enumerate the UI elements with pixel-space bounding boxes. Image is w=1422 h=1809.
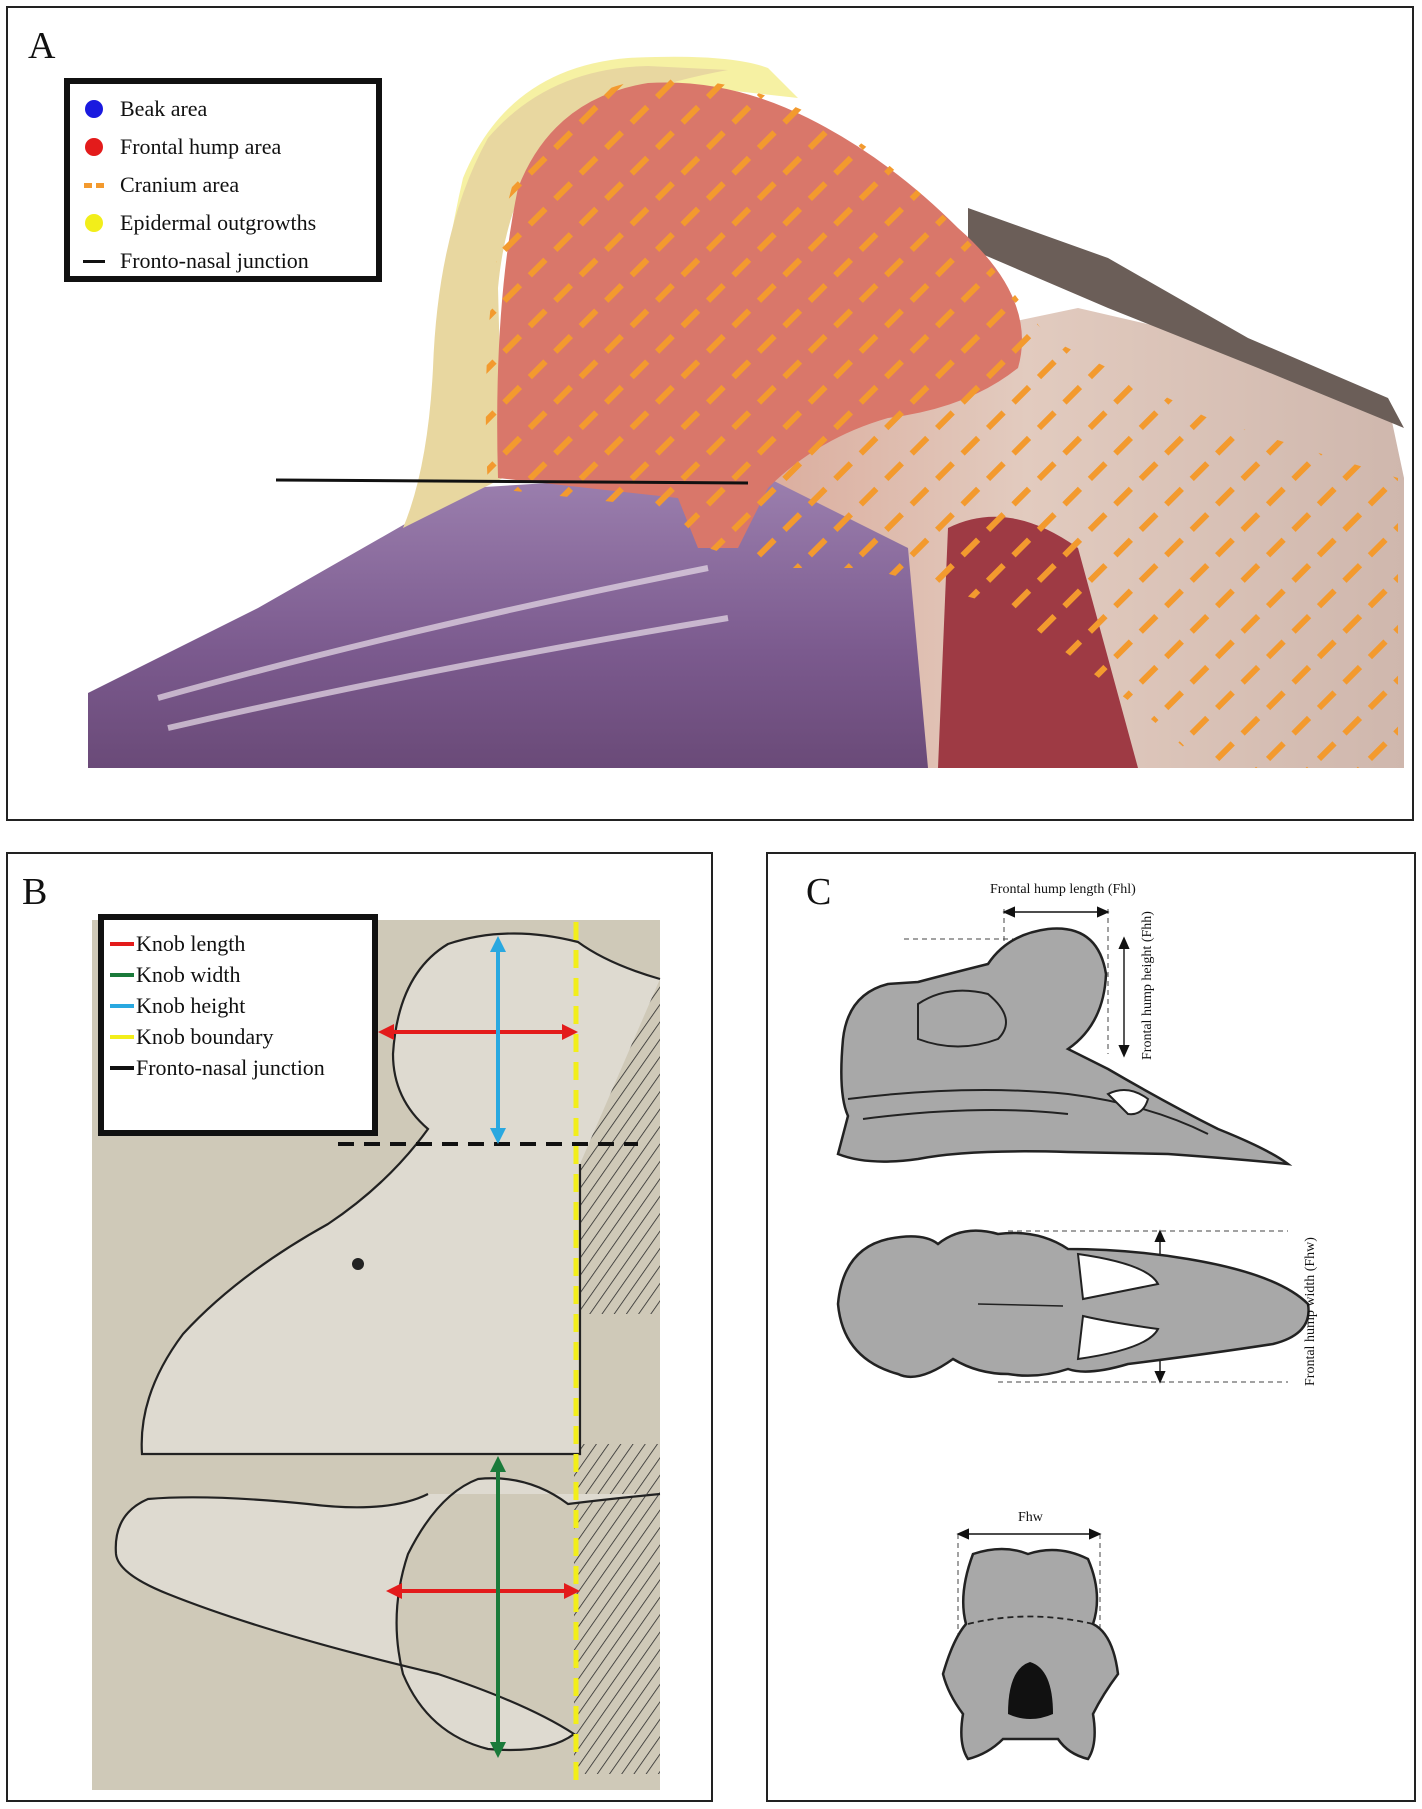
- knob-top-outline: [114, 1477, 661, 1752]
- panel-b-letter: B: [22, 871, 48, 913]
- fronto-nasal-junction-line: [275, 478, 749, 485]
- legend-item-knob-width: Knob width: [110, 959, 366, 990]
- legend-label: Fronto-nasal junction: [120, 248, 309, 273]
- legend-item-fronto-nasal-junction: Fronto-nasal junction: [110, 1052, 366, 1083]
- red-line-icon: [110, 941, 134, 946]
- skull-frontal-view: [941, 1528, 1120, 1761]
- legend-label: Frontal hump area: [120, 134, 282, 159]
- blue-line-icon: [110, 1003, 134, 1008]
- legend-label: Knob length: [136, 930, 246, 956]
- nasal-opening: [1106, 1089, 1150, 1116]
- beak-bone-lines: [157, 565, 729, 731]
- skull-dorsal-view: [836, 1229, 1310, 1384]
- red-dot-icon: [85, 138, 103, 156]
- legend-label: Cranium area: [120, 172, 240, 197]
- legend-item-knob-height: Knob height: [110, 990, 366, 1021]
- knob-side-outline: [140, 932, 661, 1456]
- blue-dot-icon: [85, 100, 103, 118]
- legend-label: Knob height: [136, 992, 246, 1018]
- legend-item-cranium-area: Cranium area: [80, 166, 366, 204]
- panel-b-legend: Knob length Knob width Knob height Knob …: [98, 914, 378, 1136]
- nostril-mark: [352, 1258, 364, 1270]
- legend-item-epidermal-outgrowths: Epidermal outgrowths: [80, 204, 366, 242]
- cranium-area-overlay: [485, 78, 1398, 768]
- panel-b: B: [6, 852, 713, 1802]
- legend-item-fronto-nasal-junction: Fronto-nasal junction: [80, 242, 366, 280]
- green-line-icon: [110, 972, 134, 977]
- skull-frontal-outline: [941, 1547, 1120, 1761]
- legend-label: Fronto-nasal junction: [136, 1054, 325, 1080]
- legend-item-knob-boundary: Knob boundary: [110, 1021, 366, 1052]
- foramen-magnum: [1008, 1662, 1053, 1719]
- fhw-side-label: Frontal hump width (Fhw): [1303, 1237, 1318, 1386]
- fhh-label: Frontal hump height (Fhh): [1140, 911, 1155, 1060]
- skull-dorsal-outline: [836, 1229, 1310, 1379]
- yellow-line-icon: [110, 1034, 134, 1039]
- fhw-front-label: Fhw: [1018, 1510, 1043, 1525]
- feather-region: [968, 208, 1404, 428]
- skull-diagrams: [836, 906, 1310, 1761]
- yellow-dot-icon: [85, 214, 103, 232]
- panel-c-letter: C: [806, 871, 832, 913]
- black-line-icon: [110, 1065, 134, 1070]
- legend-label: Knob width: [136, 961, 241, 987]
- legend-item-beak-area: Beak area: [80, 90, 366, 128]
- legend-item-knob-length: Knob length: [110, 928, 366, 959]
- panel-c: C: [766, 852, 1416, 1802]
- orange-dash-icon: [84, 182, 104, 188]
- skull-lateral-outline: [836, 927, 1293, 1166]
- head-section-illustration: [88, 56, 1404, 768]
- legend-label: Epidermal outgrowths: [120, 210, 317, 235]
- legend-label: Knob boundary: [136, 1023, 274, 1049]
- panel-a-letter: A: [28, 25, 56, 67]
- panel-a: A: [6, 6, 1414, 821]
- fat-layer: [403, 66, 728, 528]
- skull-lateral-view: [836, 906, 1293, 1166]
- black-line-icon: [83, 259, 105, 263]
- legend-item-frontal-hump-area: Frontal hump area: [80, 128, 366, 166]
- fhl-label: Frontal hump length (Fhl): [990, 882, 1136, 897]
- panel-a-legend: Beak area Frontal hump area Cranium area…: [64, 78, 382, 282]
- hatched-region-bottom: [574, 1444, 660, 1774]
- legend-label: Beak area: [120, 96, 208, 121]
